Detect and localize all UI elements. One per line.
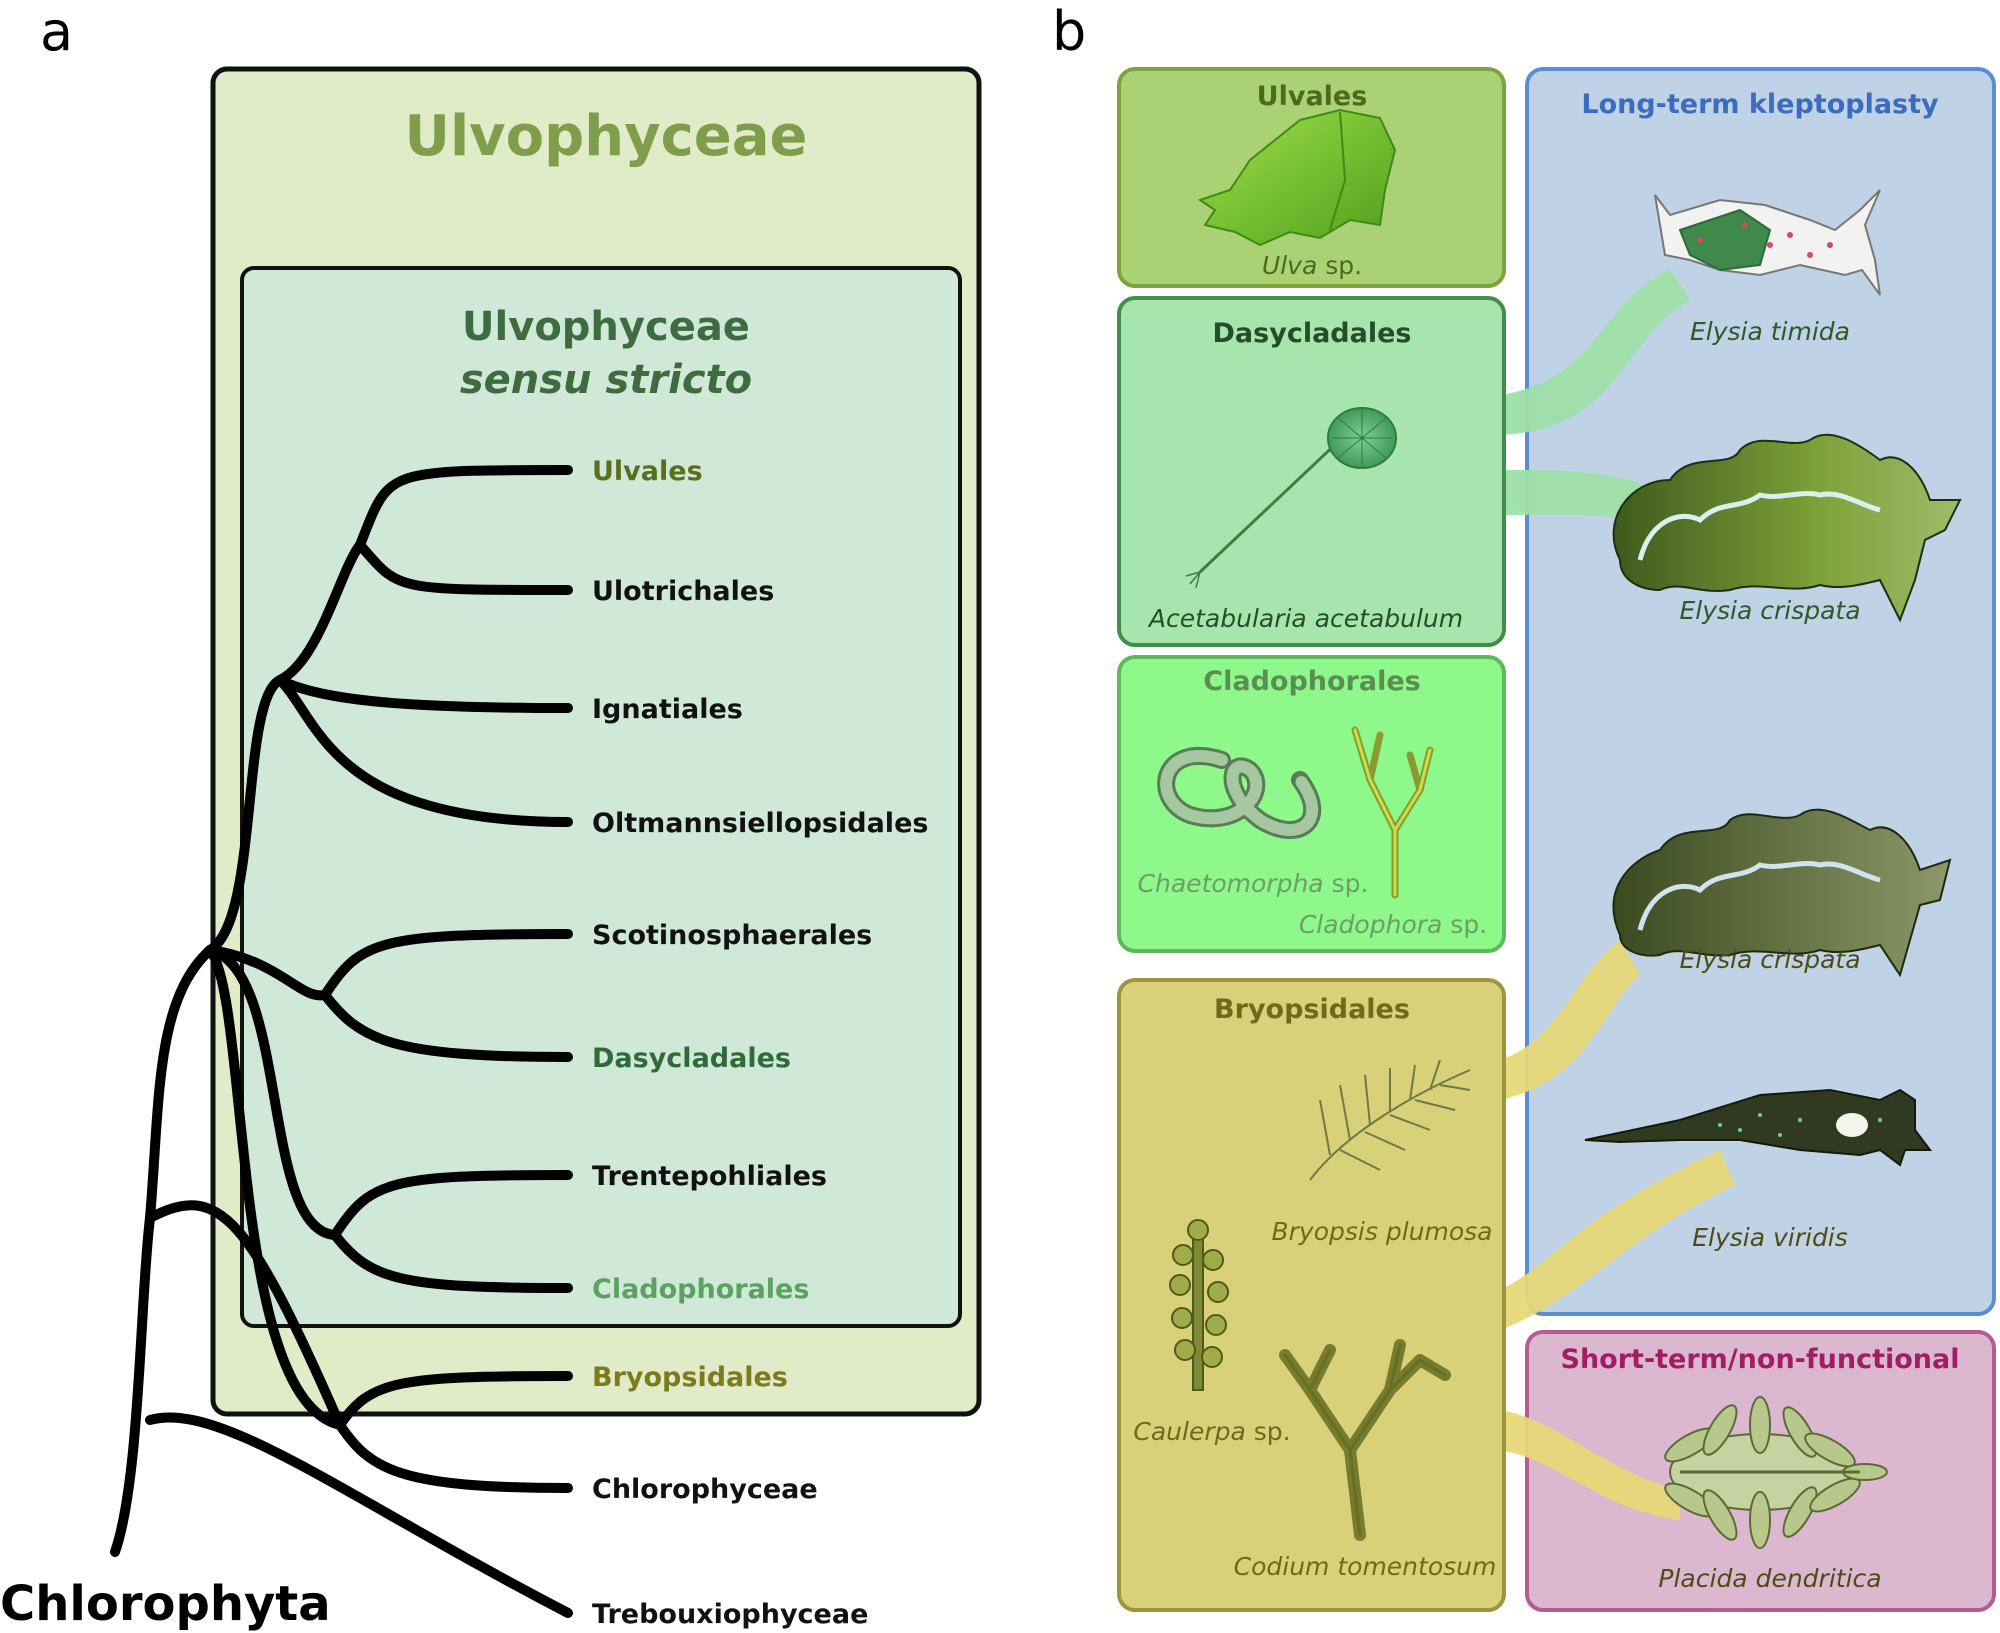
inner-box-title-line1: Ulvophyceae [462, 304, 750, 350]
long-term-kleptoplasty-title: Long-term kleptoplasty [1581, 89, 1939, 120]
ulva-vein [1329, 111, 1347, 231]
taxon-label-bryopsidales: Bryopsidales [592, 1362, 788, 1393]
elysia-timida-label: Elysia timida [1690, 317, 1850, 346]
branch-oltmannsiellopsidales [275, 675, 573, 827]
elysia-viridis-label: Elysia viridis [1692, 1223, 1848, 1252]
acetabularia-label: Acetabularia acetabulum [1147, 604, 1463, 633]
taxon-label-dasycladales: Dasycladales [592, 1043, 791, 1074]
taxa-labels: UlvalesUlotrichalesIgnatialesOltmannsiel… [592, 456, 928, 1630]
acetabularia-cap-rays [1332, 408, 1392, 468]
branch-scotinosphaerales [320, 929, 573, 1000]
elysia-crispata-illustration-1 [1612, 433, 1962, 623]
tree-branch-trent-clado [205, 945, 340, 1240]
tree-branch-ulvales-ulotrichales [275, 540, 365, 685]
cladophorales-box-title: Cladophorales [1203, 666, 1420, 697]
connection-bryopsis-crispata [1500, 940, 1640, 1100]
tree-branch-ulvophyceae-core [145, 945, 215, 1223]
branch-chlorophyceae [335, 1420, 573, 1493]
taxon-label-trentepohliales: Trentepohliales [592, 1161, 827, 1192]
phylogenetic-tree [110, 465, 573, 1618]
taxon-label-trebouxiophyceae: Trebouxiophyceae [592, 1599, 868, 1630]
ulva-label: Ulva sp. [1262, 251, 1362, 280]
elysia-crispata-illustration-2 [1612, 808, 1952, 978]
tree-branch-bryo-chloro [205, 945, 345, 1430]
tree-branch-scot-dasy [205, 945, 330, 1001]
acetabularia-rhizoid [1185, 571, 1201, 589]
inner-box-title-line2: sensu stricto [460, 357, 752, 403]
acetabularia-stalk [1198, 438, 1342, 574]
placida-dendritica-label: Placida dendritica [1658, 1564, 1881, 1593]
taxon-label-cladophorales: Cladophorales [592, 1274, 809, 1305]
codium-label: Codium tomentosum [1234, 1552, 1497, 1581]
taxon-label-oltmannsiellopsidales: Oltmannsiellopsidales [592, 808, 928, 839]
caulerpa-label: Caulerpa sp. [1133, 1417, 1290, 1446]
branch-ignatiales [275, 675, 573, 713]
chaetomorpha-label: Chaetomorpha sp. [1138, 869, 1369, 898]
elysia-viridis-illustration [1584, 1088, 1932, 1167]
long-term-kleptoplasty-box [1525, 67, 1996, 1316]
branch-dasycladales [320, 990, 573, 1062]
connection-dasy-timida [1500, 270, 1690, 435]
branch-trentepohliales [330, 1170, 573, 1240]
bryopsidales-box-title: Bryopsidales [1214, 994, 1410, 1025]
panel-b-letter: b [1052, 0, 1086, 63]
branch-bryopsidales [335, 1371, 573, 1430]
connection-codium-placida [1500, 1410, 1680, 1520]
ulvales-box-title: Ulvales [1257, 81, 1368, 112]
elysia-crispata-label-2: Elysia crispata [1679, 945, 1860, 974]
caulerpa-illustration [1169, 1219, 1229, 1391]
branch-cladophorales [330, 1230, 573, 1293]
dasycladales-box-title: Dasycladales [1213, 318, 1412, 349]
branch-ulvales [355, 465, 573, 550]
taxon-label-chlorophyceae: Chlorophyceae [592, 1474, 818, 1505]
connection-codium-viridis [1500, 1150, 1735, 1330]
tree-branch-chloro-join [145, 1200, 345, 1430]
dasycladales-box [1117, 296, 1506, 647]
bryopsis-illustration [1309, 1059, 1471, 1181]
chaetomorpha-cells [1160, 750, 1319, 836]
cladophora-label: Cladophora sp. [1299, 910, 1487, 939]
taxon-label-ulotrichales: Ulotrichales [592, 576, 774, 607]
branch-ulotrichales [355, 540, 573, 595]
bryopsis-label: Bryopsis plumosa [1272, 1217, 1493, 1246]
ulva-illustration [1197, 108, 1397, 247]
bryopsidales-box [1117, 978, 1506, 1612]
elysia-crispata-label-1: Elysia crispata [1679, 596, 1860, 625]
taxon-label-scotinosphaerales: Scotinosphaerales [592, 920, 872, 951]
taxon-label-ignatiales: Ignatiales [592, 694, 743, 725]
tree-branch-clade-upper [205, 675, 285, 955]
chlorophyta-root-label: Chlorophyta [0, 1576, 331, 1632]
branch-trebouxiophyceae [145, 1412, 573, 1618]
outer-box-title: Ulvophyceae [404, 104, 807, 169]
placida-dendritica-illustration [1664, 1396, 1888, 1549]
panel-a-letter: a [40, 0, 73, 63]
short-term-title: Short-term/non-functional [1561, 1344, 1960, 1375]
taxon-label-ulvales: Ulvales [592, 456, 703, 487]
ulvophyceae-sensu-stricto-box [240, 266, 962, 1328]
elysia-timida-illustration [1654, 189, 1881, 296]
tree-root-stem [110, 1213, 155, 1557]
